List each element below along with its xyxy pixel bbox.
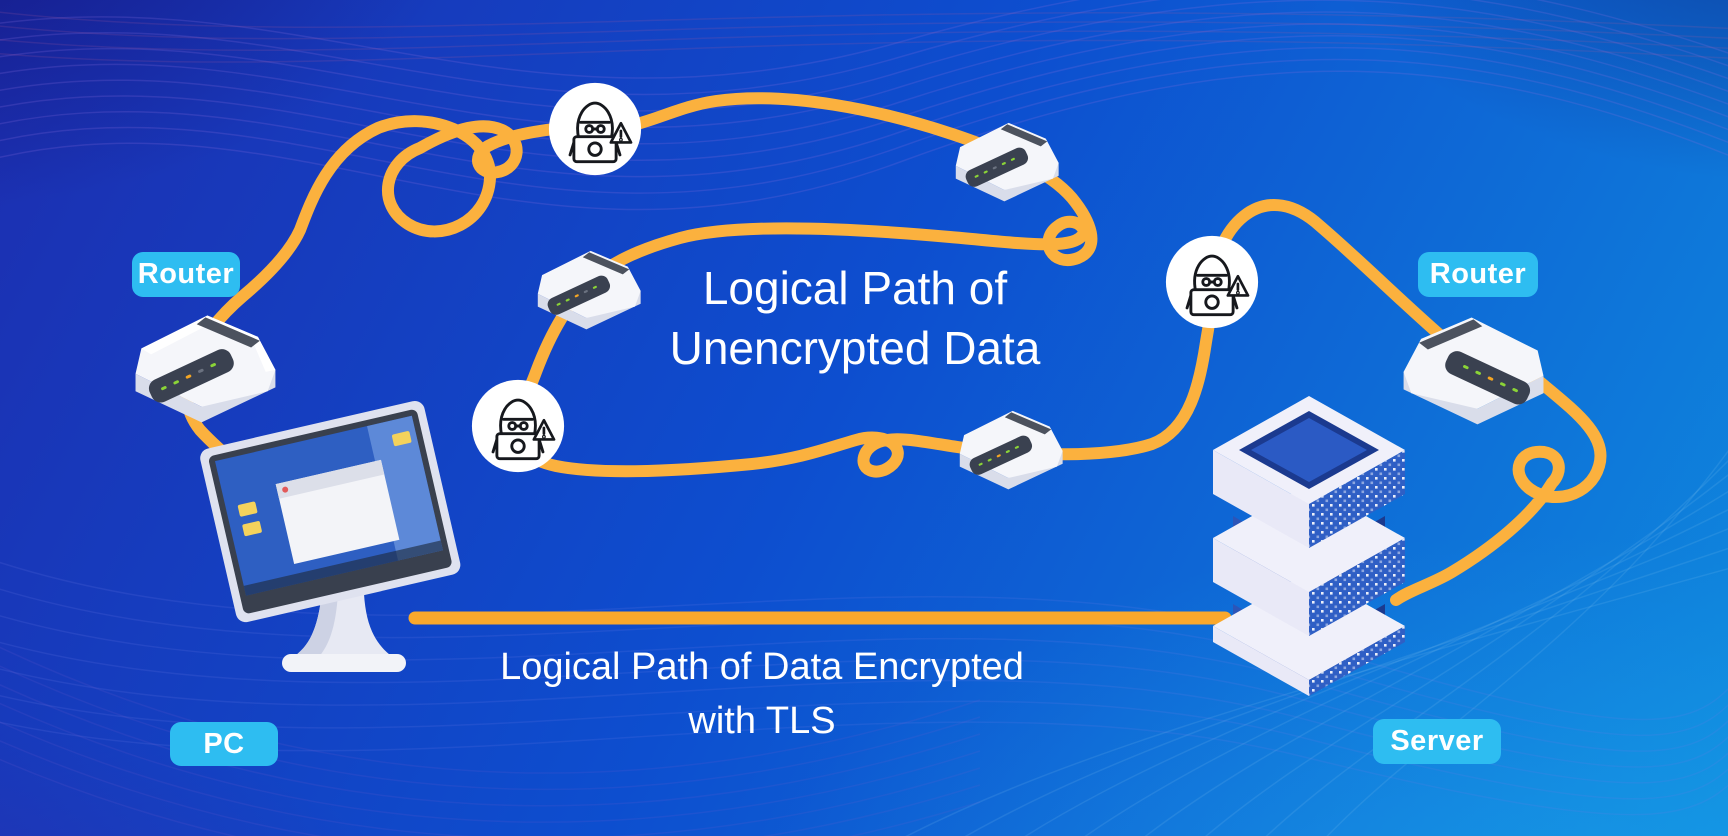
unencrypted-path-title-line1: Logical Path of [702, 262, 1008, 314]
tls-path-label-line1: Logical Path of Data Encrypted [500, 646, 1024, 688]
unencrypted-path-title-line2: Unencrypted Data [669, 322, 1041, 374]
pc-icon [190, 392, 480, 722]
tls-path-label-line2: with TLS [688, 700, 836, 742]
router-right-badge: Router [1418, 252, 1538, 297]
unencrypted-path-title: Logical Path of Unencrypted Data [670, 258, 1041, 378]
router-right-icon [1382, 300, 1567, 436]
router-bottom-icon [942, 398, 1079, 498]
router-top-icon [938, 110, 1075, 210]
tls-path-label: Logical Path of Data Encrypted with TLS [500, 640, 1024, 748]
hacker-icon-right [1164, 234, 1260, 330]
server-badge-label: Server [1390, 725, 1484, 757]
router-left-badge: Router [132, 252, 240, 297]
hacker-icon-left [470, 378, 566, 474]
pc-badge-label: PC [203, 727, 245, 760]
router-left-icon [112, 298, 297, 434]
pc-badge: PC [170, 722, 278, 766]
router-right-badge-label: Router [1429, 258, 1527, 290]
server-badge: Server [1373, 719, 1501, 764]
server-icon [1213, 396, 1413, 696]
router-left-badge-label: Router [137, 258, 235, 290]
router-middle-icon [520, 238, 657, 338]
hacker-icon-top [547, 81, 643, 177]
